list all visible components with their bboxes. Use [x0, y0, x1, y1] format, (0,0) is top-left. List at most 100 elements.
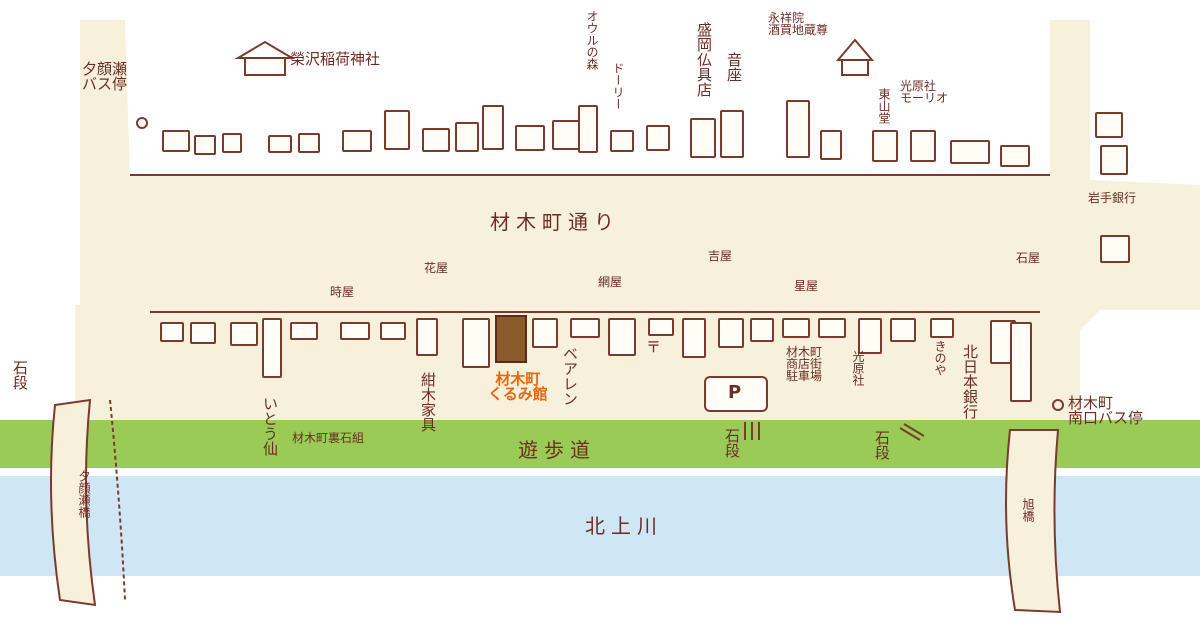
yoshiya-label: 吉屋	[708, 249, 733, 263]
ishidan-stairs-icon	[744, 422, 760, 440]
south-building	[160, 322, 184, 342]
south-building	[890, 318, 916, 342]
temple-label: 永祥院 酒買地蔵尊	[768, 11, 829, 37]
north-building	[515, 125, 545, 151]
dori-label: ドーリー	[611, 62, 625, 110]
north-building	[1000, 145, 1030, 167]
south-building	[230, 322, 258, 346]
yugaose-bridge-label: 夕顔瀬橋	[77, 470, 91, 518]
asahi-bridge	[1005, 429, 1062, 614]
parking-label: P	[728, 382, 742, 403]
south-building	[290, 322, 318, 340]
north-building	[482, 105, 504, 150]
butsugu-label: 盛岡仏具店	[695, 22, 713, 97]
bank-building	[1095, 112, 1123, 138]
tokiya-label: 時屋	[330, 285, 355, 299]
north-building	[690, 118, 716, 158]
promenade-label: 遊歩道	[518, 438, 596, 462]
stone-group-label: 材木町裏石組	[292, 431, 365, 445]
hoshiya-label: 星屋	[794, 279, 819, 293]
south-building	[380, 322, 406, 340]
south-building	[1010, 322, 1032, 402]
north-building	[910, 130, 936, 162]
kogensha-south-label: 光原社	[851, 350, 865, 386]
owl-forest-label: オウルの森	[585, 10, 599, 70]
parking-lot: P	[704, 376, 768, 412]
yugaose-bus-stop-icon	[136, 117, 148, 129]
north-building	[610, 130, 634, 152]
yugaose-bridge	[50, 398, 97, 607]
south-building	[718, 318, 744, 348]
north-building	[820, 130, 842, 160]
south-building	[750, 318, 774, 342]
ishidan-label: 石段	[723, 428, 741, 458]
south-building	[818, 318, 846, 338]
south-building	[858, 318, 882, 354]
minami-bus-stop-icon	[1052, 399, 1064, 411]
minami-bus-stop-label: 材木町 南口バス停	[1068, 394, 1144, 427]
south-building	[532, 318, 558, 348]
river-area	[0, 476, 1200, 576]
north-building	[222, 133, 242, 153]
iwate-bank-label: 岩手銀行	[1088, 191, 1137, 205]
higashiyamado-label: 東山堂	[877, 88, 891, 124]
north-building	[646, 125, 670, 151]
north-building	[194, 135, 216, 155]
south-building	[930, 318, 954, 338]
kurumikan-label[interactable]: 材木町 くるみ館	[488, 370, 548, 403]
main-street-label: 材木町通り	[490, 210, 620, 234]
north-building	[720, 110, 744, 158]
south-building	[416, 318, 438, 356]
yugaose-bus-stop-label: 夕顔瀬 バス停	[82, 60, 128, 93]
south-building	[190, 322, 216, 344]
north-building	[950, 140, 990, 164]
otoza-label: 音座	[725, 52, 743, 82]
temple-roof-icon	[835, 38, 875, 76]
north-building	[552, 120, 580, 150]
shrine-label: 榮沢稲荷神社	[290, 50, 381, 68]
north-building	[578, 105, 598, 153]
shotengai-parking-label: 材木町 商店街 駐車場	[786, 345, 823, 383]
promenade-strip	[0, 420, 1200, 468]
north-building	[342, 130, 372, 152]
amiya-label: 網屋	[598, 275, 623, 289]
north-building	[455, 122, 479, 152]
kurumikan-building	[495, 315, 527, 363]
kogensha-north-label: 光原社 モーリオ	[900, 79, 949, 105]
toilet-marker-icon: 〒	[646, 338, 662, 356]
beallen-label: ベアレン	[561, 346, 579, 406]
asahi-bridge-label: 旭橋	[1021, 498, 1035, 522]
north-building	[872, 130, 898, 162]
kitanihon-bank-label: 北日本銀行	[961, 344, 979, 419]
ishidan-stairs-icon-2	[899, 423, 925, 441]
south-building	[782, 318, 810, 338]
bank-building	[1100, 145, 1128, 175]
south-building	[340, 322, 370, 340]
south-building	[608, 318, 636, 356]
south-building	[462, 318, 490, 368]
north-building	[422, 128, 450, 152]
ishidan-label-2: 石段	[873, 430, 891, 460]
itoya-label: いとう仙	[261, 396, 279, 456]
north-building	[786, 100, 810, 158]
bank-building	[1100, 235, 1130, 263]
yugaose-bridge-rail	[109, 399, 126, 601]
kinya-label: きのや	[933, 340, 947, 376]
ishidan-label-3: 石段	[11, 360, 29, 390]
south-building	[682, 318, 706, 358]
hanaya-label: 花屋	[424, 261, 449, 275]
river-label: 北上川	[585, 514, 663, 538]
ishiya-label: 石屋	[1016, 251, 1041, 265]
south-building	[570, 318, 600, 338]
north-building	[384, 110, 410, 150]
north-building	[162, 130, 190, 152]
shrine-roof-icon	[234, 40, 296, 76]
north-building	[268, 135, 292, 153]
furniture-label: 紺木家具	[419, 372, 437, 432]
south-building	[262, 318, 282, 378]
south-building	[648, 318, 674, 336]
north-building	[298, 133, 320, 153]
main-street-area	[80, 20, 1200, 420]
